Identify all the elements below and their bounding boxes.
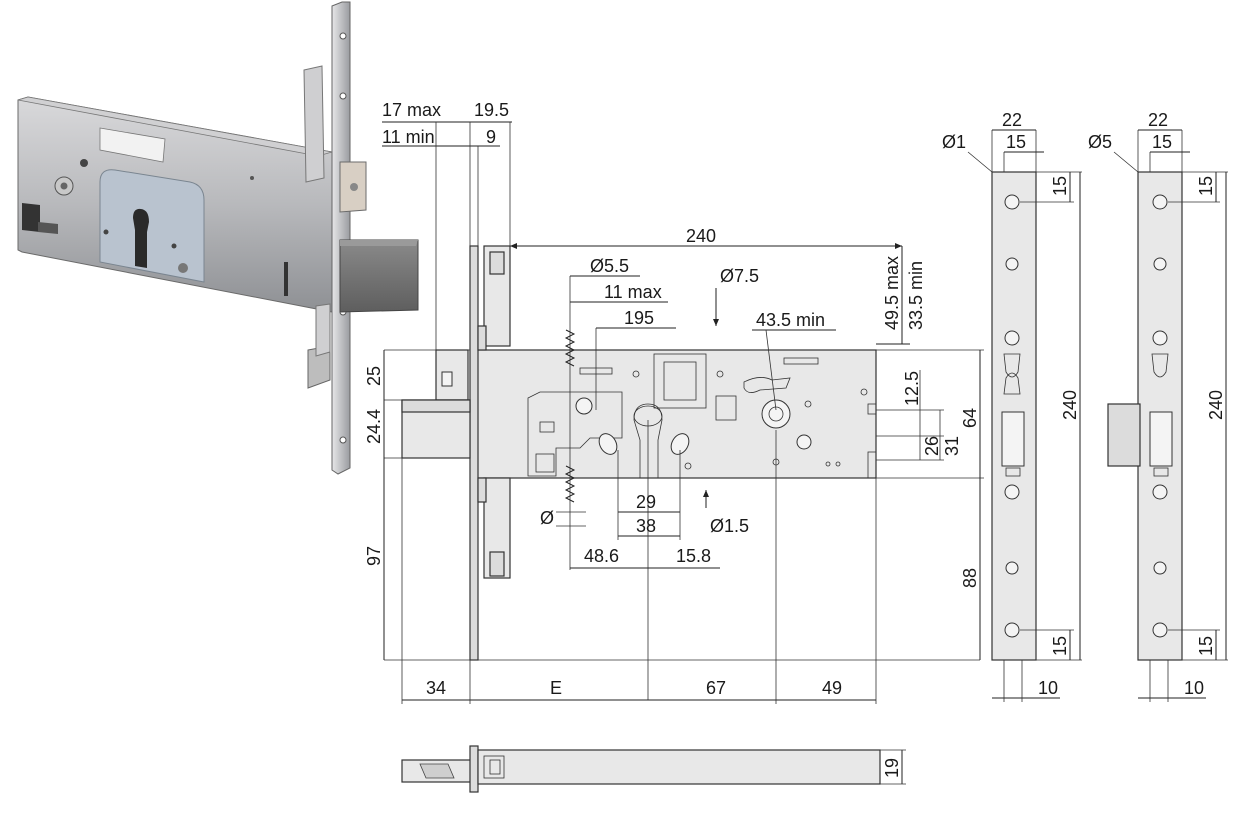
dim-26: 26 (922, 436, 942, 456)
dim-240-top: 240 (686, 226, 716, 246)
dim-19: 19 (882, 758, 902, 778)
dim-88: 88 (960, 568, 980, 588)
dim-34: 34 (426, 678, 446, 698)
dim-dia-5-5: Ø5.5 (590, 256, 629, 276)
dim-11-min: 11 min (382, 127, 435, 147)
deadbolt-bottom-view (401, 745, 881, 793)
strike-b-10: 10 (1184, 678, 1204, 698)
dim-64: 64 (960, 408, 980, 428)
strike-b-240: 240 (1206, 390, 1226, 420)
strike-a-15w: 15 (1006, 132, 1026, 152)
strike-b-dia: Ø5 (1088, 132, 1112, 152)
dim-17-max: 17 max (382, 100, 441, 120)
strike-plate-a (991, 171, 1037, 661)
dim-67: 67 (706, 678, 726, 698)
dim-9: 9 (486, 127, 496, 147)
dim-19-5: 19.5 (474, 100, 509, 120)
lock-3d-render (17, 1, 419, 475)
strike-b-15-top: 15 (1196, 176, 1216, 196)
strike-a-15-bot: 15 (1050, 636, 1070, 656)
dim-29: 29 (636, 492, 656, 512)
dimension-labels: 240 49.5 max 33.5 min 17 max 11 min 19.5… (364, 100, 1226, 778)
dim-dia-1-5: Ø1.5 (710, 516, 749, 536)
lock-side-view (401, 245, 877, 661)
dim-33-5-min: 33.5 min (906, 261, 926, 330)
strike-a-dia: Ø1 (942, 132, 966, 152)
strike-a-240: 240 (1060, 390, 1080, 420)
dimension-lines (382, 121, 1228, 785)
dim-15-8: 15.8 (676, 546, 711, 566)
dim-38: 38 (636, 516, 656, 536)
dim-31: 31 (942, 436, 962, 456)
dim-24-4: 24.4 (364, 409, 384, 444)
dim-49-5-max: 49.5 max (882, 256, 902, 330)
dim-dia-small: Ø (540, 508, 554, 528)
strike-b-15w: 15 (1152, 132, 1172, 152)
dim-97: 97 (364, 546, 384, 566)
dim-25: 25 (364, 366, 384, 386)
strike-a-15-top: 15 (1050, 176, 1070, 196)
dim-49: 49 (822, 678, 842, 698)
dim-e: E (550, 678, 562, 698)
dim-12-5: 12.5 (902, 371, 922, 406)
dim-11-max: 11 max (604, 282, 662, 302)
dim-43-5-min: 43.5 min (756, 310, 825, 330)
strike-plate-b (1107, 171, 1183, 661)
dim-48-6: 48.6 (584, 546, 619, 566)
strike-a-10: 10 (1038, 678, 1058, 698)
strike-b-15-bot: 15 (1196, 636, 1216, 656)
dim-195: 195 (624, 308, 654, 328)
dim-dia-7-5: Ø7.5 (720, 266, 759, 286)
strike-a-22: 22 (1002, 110, 1022, 130)
strike-b-22: 22 (1148, 110, 1168, 130)
